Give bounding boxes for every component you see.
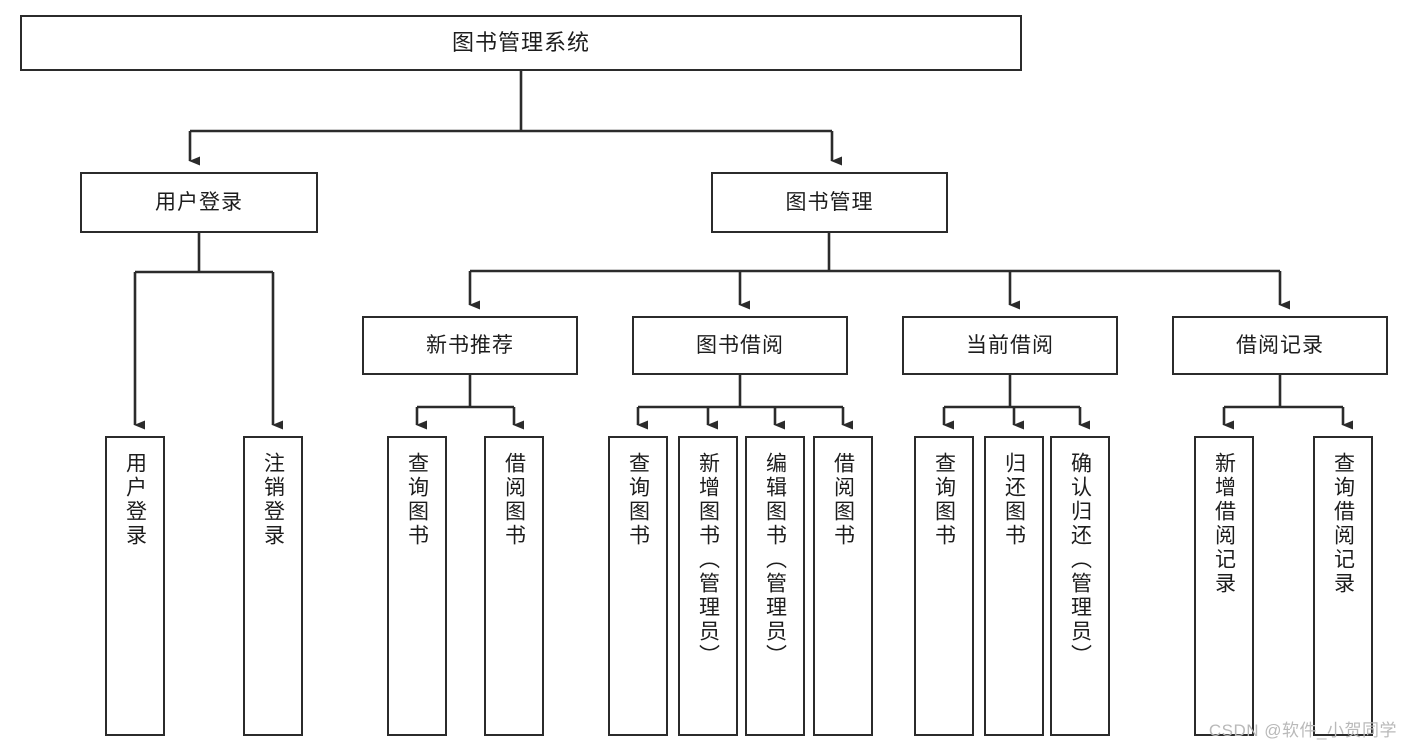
node-leaf-query-book-2[interactable]: 查询图书: [608, 436, 668, 736]
node-leaf-query-book-3[interactable]: 查询图书: [914, 436, 974, 736]
node-leaf-edit-book-label: 编辑图书（管理员）: [763, 452, 787, 668]
node-book-manage-label: 图书管理: [785, 190, 874, 214]
node-leaf-user-login[interactable]: 用户登录: [105, 436, 165, 736]
node-leaf-query-book-2-label: 查询图书: [626, 452, 650, 548]
node-leaf-confirm-return-label: 确认归还（管理员）: [1068, 452, 1092, 668]
node-leaf-user-login-label: 用户登录: [123, 452, 147, 548]
node-leaf-borrow-book-1-label: 借阅图书: [502, 452, 526, 548]
node-leaf-add-record[interactable]: 新增借阅记录: [1194, 436, 1254, 736]
node-leaf-query-record-label: 查询借阅记录: [1331, 452, 1355, 596]
node-book-borrow-label: 图书借阅: [696, 333, 784, 357]
node-user-login-label: 用户登录: [155, 190, 243, 214]
node-root[interactable]: 图书管理系统: [20, 15, 1022, 71]
node-leaf-return-book[interactable]: 归还图书: [984, 436, 1044, 736]
node-new-book-recommend-label: 新书推荐: [426, 333, 514, 357]
node-borrow-record[interactable]: 借阅记录: [1172, 316, 1388, 375]
node-leaf-edit-book[interactable]: 编辑图书（管理员）: [745, 436, 805, 736]
node-leaf-return-book-label: 归还图书: [1002, 452, 1026, 548]
node-leaf-user-logout[interactable]: 注销登录: [243, 436, 303, 736]
node-leaf-borrow-book-2-label: 借阅图书: [831, 452, 855, 548]
node-leaf-query-book-1[interactable]: 查询图书: [387, 436, 447, 736]
node-user-login[interactable]: 用户登录: [80, 172, 318, 233]
node-root-label: 图书管理系统: [451, 29, 590, 55]
node-leaf-borrow-book-2[interactable]: 借阅图书: [813, 436, 873, 736]
node-leaf-add-record-label: 新增借阅记录: [1212, 452, 1236, 596]
node-leaf-borrow-book-1[interactable]: 借阅图书: [484, 436, 544, 736]
node-leaf-add-book[interactable]: 新增图书（管理员）: [678, 436, 738, 736]
node-borrow-record-label: 借阅记录: [1236, 333, 1324, 357]
node-current-borrow-label: 当前借阅: [966, 333, 1054, 357]
node-book-borrow[interactable]: 图书借阅: [632, 316, 848, 375]
node-leaf-query-book-3-label: 查询图书: [932, 452, 956, 548]
node-leaf-confirm-return[interactable]: 确认归还（管理员）: [1050, 436, 1110, 736]
node-leaf-add-book-label: 新增图书（管理员）: [696, 452, 720, 668]
node-leaf-query-book-1-label: 查询图书: [405, 452, 429, 548]
node-leaf-query-record[interactable]: 查询借阅记录: [1313, 436, 1373, 736]
node-leaf-user-logout-label: 注销登录: [261, 452, 285, 548]
watermark: CSDN @软件_小贺同学: [1208, 721, 1397, 740]
node-new-book-recommend[interactable]: 新书推荐: [362, 316, 578, 375]
node-current-borrow[interactable]: 当前借阅: [902, 316, 1118, 375]
node-book-manage[interactable]: 图书管理: [711, 172, 948, 233]
